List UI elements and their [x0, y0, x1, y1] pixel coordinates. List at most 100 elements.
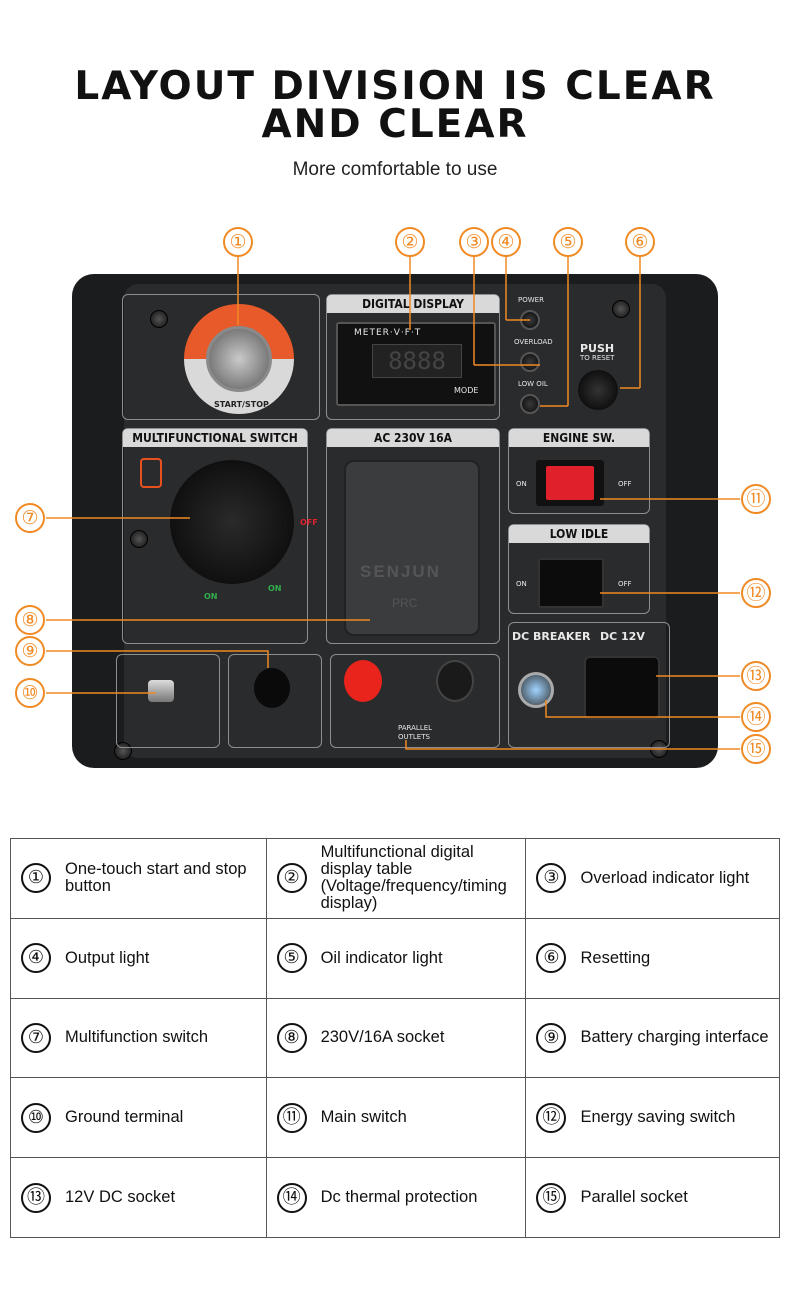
push-label: PUSH — [580, 342, 615, 355]
digital-display-section: DIGITAL DISPLAY — [326, 294, 500, 420]
page-subtitle: More comfortable to use — [292, 159, 498, 180]
low-idle-section: LOW IDLE — [508, 524, 650, 614]
legend-number: ② — [276, 863, 307, 894]
energy-saving-switch[interactable] — [538, 558, 604, 608]
callout-12: ⑫ — [741, 578, 771, 608]
legend-item: ⑥ Resetting — [526, 919, 779, 997]
knob-on-label-2: ON — [268, 584, 282, 593]
legend-text: Ground terminal — [65, 1108, 184, 1127]
parallel-socket-red[interactable] — [344, 660, 382, 702]
legend-text: Energy saving switch — [580, 1108, 736, 1127]
dc-12v-label: DC 12V — [600, 630, 645, 643]
screw-icon — [150, 310, 168, 328]
legend-text: Main switch — [320, 1108, 407, 1127]
legend-item: ④ Output light — [11, 919, 266, 997]
legend-number: ⑮ — [536, 1182, 567, 1213]
callout-6: ⑥ — [625, 227, 655, 257]
parallel-socket-black[interactable] — [436, 660, 474, 702]
legend-text: Battery charging interface — [580, 1028, 769, 1047]
legend-number: ⑬ — [21, 1182, 51, 1213]
ac-socket-cover[interactable]: SENJUN PRC — [344, 460, 480, 636]
start-stop-button[interactable] — [206, 326, 272, 392]
callout-2: ② — [395, 227, 425, 257]
legend-number: ⑭ — [276, 1182, 307, 1213]
multifunctional-switch-section: MULTIFUNCTIONAL SWITCH — [122, 428, 308, 644]
power-light — [520, 310, 540, 330]
legend-number: ⑪ — [276, 1102, 307, 1133]
overload-light — [520, 352, 540, 372]
title-line-2: AND CLEAR — [261, 102, 529, 147]
legend-text: Output light — [65, 948, 150, 967]
low-idle-on-label: ON — [516, 580, 527, 588]
main-switch-on-label: ON — [516, 480, 527, 488]
legend-number: ① — [21, 863, 51, 894]
battery-section — [228, 654, 322, 748]
engine-switch-title: ENGINE SW. — [509, 429, 649, 447]
callout-14: ⑭ — [741, 702, 771, 732]
battery-charging-port[interactable] — [254, 668, 290, 708]
display-readout: 8888 — [372, 344, 462, 378]
legend-number: ⑨ — [536, 1022, 567, 1053]
legend-number: ⑥ — [536, 943, 567, 974]
legend-number: ⑧ — [276, 1022, 307, 1053]
knob-off-label: OFF — [300, 518, 318, 527]
engine-switch-section: ENGINE SW. — [508, 428, 650, 514]
legend-item: ⑦ Multifunction switch — [11, 999, 266, 1077]
dc-breaker-label: DC BREAKER — [512, 630, 591, 643]
legend-text: Oil indicator light — [320, 948, 443, 967]
ac-section: AC 230V 16A — [326, 428, 500, 644]
start-stop-label: START/STOP — [214, 400, 269, 409]
callout-11: ⑪ — [741, 484, 771, 514]
legend-number: ④ — [21, 943, 51, 974]
callout-8: ⑧ — [15, 605, 45, 635]
legend-text: One-touch start and stop button — [65, 860, 247, 896]
legend-text: Multifunction switch — [65, 1028, 209, 1047]
brand-sub-label: PRC — [392, 596, 418, 610]
control-panel-photo: START/STOP DIGITAL DISPLAY METER·V·F·T 8… — [72, 274, 718, 768]
meter-label: METER·V·F·T — [354, 328, 422, 338]
legend-item: ⑪ Main switch — [267, 1079, 526, 1157]
multifunction-knob[interactable] — [170, 460, 294, 584]
main-switch[interactable] — [546, 466, 594, 500]
callout-3: ③ — [459, 227, 489, 257]
brand-label: SENJUN — [360, 562, 441, 581]
ac-title: AC 230V 16A — [327, 429, 499, 447]
legend-text: Resetting — [580, 948, 651, 967]
knob-on-label: ON — [204, 592, 218, 601]
digital-display-title: DIGITAL DISPLAY — [327, 295, 499, 313]
legend-text: Overload indicator light — [580, 868, 750, 887]
callout-4: ④ — [491, 227, 521, 257]
callout-7: ⑦ — [15, 503, 45, 533]
dc-breaker-button[interactable] — [518, 672, 554, 708]
callout-9: ⑨ — [15, 636, 45, 666]
low-oil-light — [520, 394, 540, 414]
low-idle-title: LOW IDLE — [509, 525, 649, 543]
legend-text: Dc thermal protection — [320, 1188, 478, 1207]
multifunctional-switch-title: MULTIFUNCTIONAL SWITCH — [123, 429, 307, 447]
legend-item: ⑭ Dc thermal protection — [267, 1159, 526, 1237]
power-label: POWER — [518, 296, 544, 304]
low-oil-label: LOW OIL — [518, 380, 548, 388]
overload-label: OVERLOAD — [514, 338, 553, 346]
start-section — [122, 294, 320, 420]
to-reset-label: TO RESET — [580, 354, 615, 362]
dc-12v-socket — [584, 656, 660, 720]
legend-text: Parallel socket — [580, 1188, 688, 1207]
ground-terminal[interactable] — [148, 680, 174, 702]
legend-number: ⑫ — [536, 1102, 567, 1133]
reset-button[interactable] — [578, 370, 618, 410]
callout-5: ⑤ — [553, 227, 583, 257]
callout-10: ⑩ — [15, 678, 45, 708]
outlets-label: OUTLETS — [398, 733, 430, 741]
legend-number: ⑦ — [21, 1022, 51, 1053]
